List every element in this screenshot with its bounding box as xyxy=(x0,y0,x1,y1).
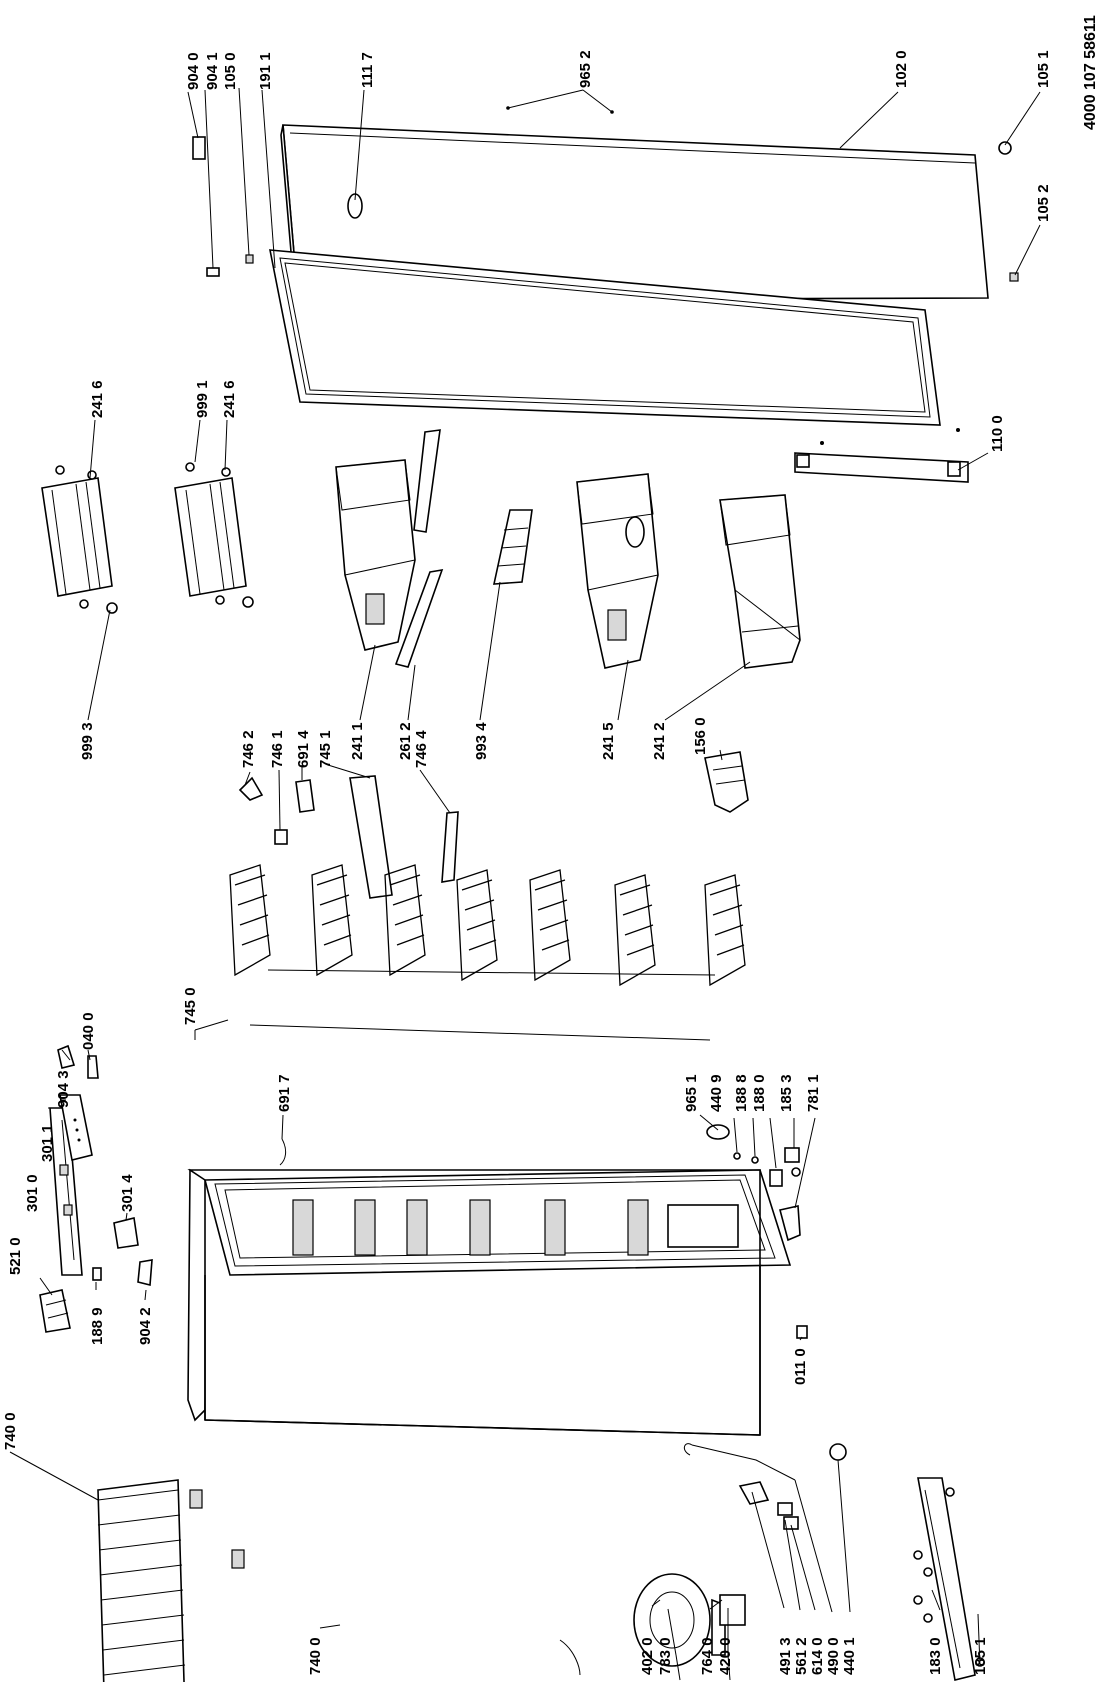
label-105-1: 105 1 xyxy=(1035,50,1052,88)
electrical-parts xyxy=(683,1443,847,1530)
label-490-0: 490 0 xyxy=(825,1637,842,1675)
label-781-1: 781 1 xyxy=(805,1074,822,1112)
label-746-2: 746 2 xyxy=(240,730,257,768)
label-521-0: 521 0 xyxy=(7,1237,24,1275)
label-301-0: 301 0 xyxy=(24,1174,41,1212)
label-440-9: 440 9 xyxy=(708,1074,725,1112)
drawer-lower xyxy=(719,494,801,669)
label-764-0: 764 0 xyxy=(699,1637,716,1675)
label-241-6-a: 241 6 xyxy=(89,380,106,418)
label-261-2: 261 2 xyxy=(397,722,414,760)
label-965-2: 965 2 xyxy=(577,50,594,88)
label-746-1: 746 1 xyxy=(269,730,286,768)
drawer-grid-insert xyxy=(492,509,533,585)
label-111-7: 111 7 xyxy=(359,52,376,88)
drawer-upper xyxy=(335,459,416,651)
label-965-1: 965 1 xyxy=(683,1074,700,1112)
label-691-7: 691 7 xyxy=(276,1074,293,1112)
label-420-0: 420 0 xyxy=(717,1637,734,1675)
label-740-0-a: 740 0 xyxy=(2,1412,19,1450)
label-183-0: 183 0 xyxy=(927,1637,944,1675)
label-102-0: 102 0 xyxy=(893,50,910,88)
document-number: 4000 107 58611 xyxy=(1082,15,1099,130)
label-301-1: 301 1 xyxy=(39,1124,56,1162)
door-gasket xyxy=(269,249,941,426)
label-614-0: 614 0 xyxy=(809,1637,826,1675)
wire-shelves xyxy=(229,864,746,1041)
leader-lines xyxy=(9,87,1041,1667)
shelf-small-parts xyxy=(238,775,459,899)
label-440-1: 440 1 xyxy=(841,1637,858,1675)
condenser-coil xyxy=(97,1479,581,1682)
label-999-1: 999 1 xyxy=(194,380,211,418)
label-185-1: 185 1 xyxy=(972,1637,989,1675)
label-999-3: 999 3 xyxy=(79,722,96,760)
drawer-rail-upper xyxy=(413,429,441,533)
label-904-0: 904 0 xyxy=(185,52,202,90)
label-185-3: 185 3 xyxy=(778,1074,795,1112)
label-040-0: 040 0 xyxy=(80,1012,97,1050)
compressor xyxy=(633,1573,746,1681)
label-241-6-b: 241 6 xyxy=(221,380,238,418)
label-783-0: 783 0 xyxy=(657,1637,674,1675)
label-745-1: 745 1 xyxy=(317,730,334,768)
door-shelf-lower xyxy=(174,462,254,608)
label-904-2: 904 2 xyxy=(137,1307,154,1345)
drawer-middle xyxy=(576,473,659,669)
door-shelf-upper xyxy=(41,465,118,614)
callout-labels: 904 0 904 1 105 0 191 1 111 7 965 2 102 … xyxy=(2,50,1052,1675)
label-561-2: 561 2 xyxy=(793,1637,810,1675)
label-188-0: 188 0 xyxy=(751,1074,768,1112)
control-panel xyxy=(39,1094,93,1333)
cabinet-right-parts xyxy=(706,1124,808,1339)
door-bottom-trim xyxy=(794,428,969,483)
label-491-3: 491 3 xyxy=(777,1637,794,1675)
label-191-1: 191 1 xyxy=(257,52,274,90)
label-241-5: 241 5 xyxy=(600,722,617,760)
door-hinge-parts xyxy=(192,106,1019,282)
label-745-0: 745 0 xyxy=(182,987,199,1025)
label-156-0: 156 0 xyxy=(692,717,709,755)
label-740-0-b: 740 0 xyxy=(307,1637,324,1675)
label-301-4: 301 4 xyxy=(119,1174,136,1212)
label-105-2: 105 2 xyxy=(1035,184,1052,222)
label-241-2: 241 2 xyxy=(651,722,668,760)
label-904-3: 904 3 xyxy=(55,1070,72,1108)
label-110-0: 110 0 xyxy=(989,415,1006,452)
label-011-0: 011 0 xyxy=(792,1348,809,1385)
drawer-rail-lower xyxy=(394,568,444,668)
control-small-parts xyxy=(57,1044,287,1287)
label-188-8: 188 8 xyxy=(733,1074,750,1112)
cabinet-body xyxy=(187,1168,792,1436)
label-691-4: 691 4 xyxy=(295,730,312,768)
label-993-4: 993 4 xyxy=(473,722,490,760)
label-241-1: 241 1 xyxy=(349,722,366,760)
label-402-0: 402 0 xyxy=(639,1637,656,1675)
label-188-9: 188 9 xyxy=(89,1307,106,1345)
label-105-0: 105 0 xyxy=(222,52,239,90)
label-746-4: 746 4 xyxy=(413,730,430,768)
label-904-1: 904 1 xyxy=(204,52,221,90)
ice-tray xyxy=(704,751,749,813)
